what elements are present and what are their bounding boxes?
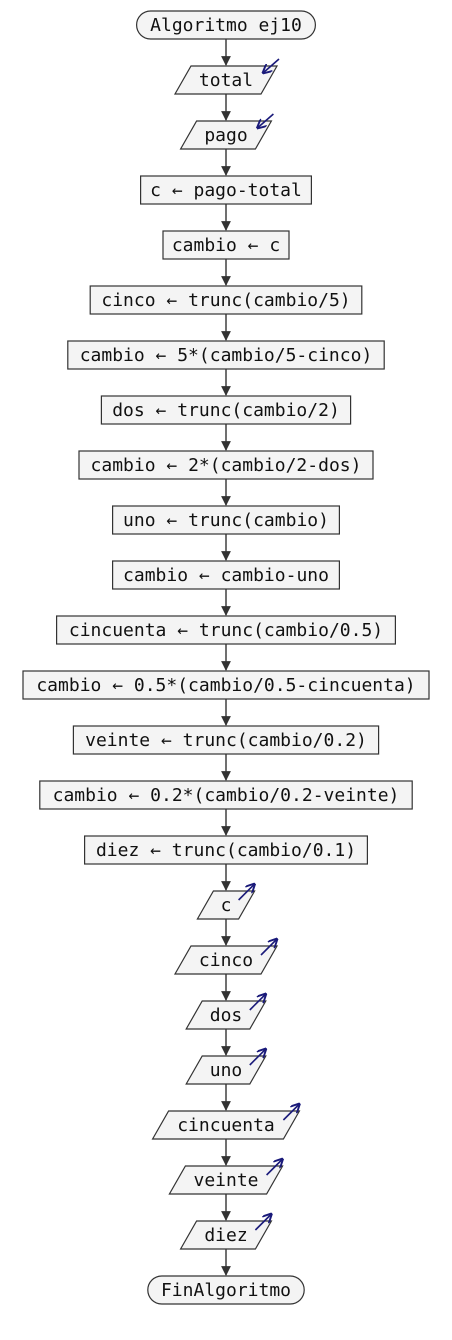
output-parallelogram [168, 1165, 284, 1195]
process-node: diez ← trunc(cambio/0.1) [83, 835, 368, 865]
process-node: dos ← trunc(cambio/2) [100, 395, 352, 425]
output-arrow-icon [238, 884, 255, 901]
process-node: cambio ← 0.5*(cambio/0.5-cincuenta) [22, 670, 430, 700]
process-box [100, 395, 352, 425]
node-label: cambio ← c [172, 235, 280, 256]
node-label: cinco ← trunc(cambio/5) [101, 290, 350, 311]
output-node: cinco [173, 939, 279, 975]
node-label: cambio ← 2*(cambio/2-dos) [91, 455, 362, 476]
process-node: c ← pago-total [140, 175, 313, 205]
terminal-node: FinAlgoritmo [147, 1275, 305, 1305]
node-label: c [221, 895, 232, 916]
output-node: diez [179, 1214, 273, 1250]
input-arrow-icon [257, 113, 274, 128]
output-node: dos [185, 994, 267, 1030]
node-label: cincuenta [177, 1115, 275, 1136]
node-label: total [199, 70, 253, 91]
terminal-node: Algoritmo ej10 [136, 10, 317, 40]
node-label: pago [204, 125, 247, 146]
output-arrow-icon [282, 1104, 299, 1121]
process-box [72, 725, 380, 755]
input-node: total [173, 58, 280, 95]
node-label: Algoritmo ej10 [150, 15, 302, 36]
output-parallelogram [173, 945, 279, 975]
input-arrow-icon [263, 58, 280, 73]
process-node: cambio ← c [162, 230, 290, 260]
input-node: pago [179, 113, 274, 150]
output-node: uno [185, 1049, 267, 1085]
node-label: veinte ← trunc(cambio/0.2) [85, 730, 367, 751]
process-box [89, 285, 363, 315]
process-node: cambio ← 5*(cambio/5-cinco) [67, 340, 385, 370]
process-box [83, 835, 368, 865]
input-parallelogram [173, 65, 279, 95]
node-label: cambio ← 0.2*(cambio/0.2-veinte) [53, 785, 400, 806]
output-arrow-icon [260, 939, 277, 956]
process-node: cambio ← 0.2*(cambio/0.2-veinte) [39, 780, 413, 810]
output-parallelogram [185, 1055, 267, 1085]
process-box [78, 450, 374, 480]
process-box [22, 670, 430, 700]
process-box [111, 560, 341, 590]
node-label: cambio ← 5*(cambio/5-cinco) [80, 345, 373, 366]
process-node: uno ← trunc(cambio) [111, 505, 341, 535]
process-box [55, 615, 396, 645]
node-label: uno ← trunc(cambio) [123, 510, 329, 531]
process-box [162, 230, 290, 260]
process-node: cincuenta ← trunc(cambio/0.5) [55, 615, 396, 645]
node-label: c ← pago-total [150, 180, 302, 201]
terminal-shape [147, 1275, 305, 1305]
output-arrow-icon [266, 1159, 283, 1176]
terminal-shape [136, 10, 317, 40]
process-node: veinte ← trunc(cambio/0.2) [72, 725, 380, 755]
process-box [111, 505, 341, 535]
node-label: FinAlgoritmo [161, 1280, 291, 1301]
node-label: veinte [193, 1170, 258, 1191]
node-label: cambio ← 0.5*(cambio/0.5-cincuenta) [36, 675, 415, 696]
output-node: cincuenta [151, 1104, 301, 1140]
node-label: cambio ← cambio-uno [123, 565, 329, 586]
node-label: dos [210, 1005, 243, 1026]
node-label: uno [210, 1060, 243, 1081]
input-parallelogram [179, 120, 273, 150]
node-label: diez ← trunc(cambio/0.1) [96, 840, 356, 861]
output-arrow-icon [249, 1049, 266, 1066]
process-box [67, 340, 385, 370]
output-node: c [196, 884, 255, 920]
process-box [140, 175, 313, 205]
node-label: cincuenta ← trunc(cambio/0.5) [69, 620, 383, 641]
node-label: diez [204, 1225, 247, 1246]
nodes: Algoritmo ej10 total pago c ← pago-total cam… [22, 10, 430, 1305]
process-node: cambio ← 2*(cambio/2-dos) [78, 450, 374, 480]
output-parallelogram [185, 1000, 267, 1030]
node-label: cinco [199, 950, 253, 971]
process-node: cambio ← cambio-uno [111, 560, 341, 590]
output-parallelogram [151, 1110, 301, 1140]
output-arrow-icon [254, 1214, 271, 1231]
node-label: dos ← trunc(cambio/2) [112, 400, 340, 421]
output-node: veinte [168, 1159, 284, 1195]
output-arrow-icon [249, 994, 266, 1011]
process-node: cinco ← trunc(cambio/5) [89, 285, 363, 315]
output-parallelogram [179, 1220, 273, 1250]
process-box [39, 780, 413, 810]
